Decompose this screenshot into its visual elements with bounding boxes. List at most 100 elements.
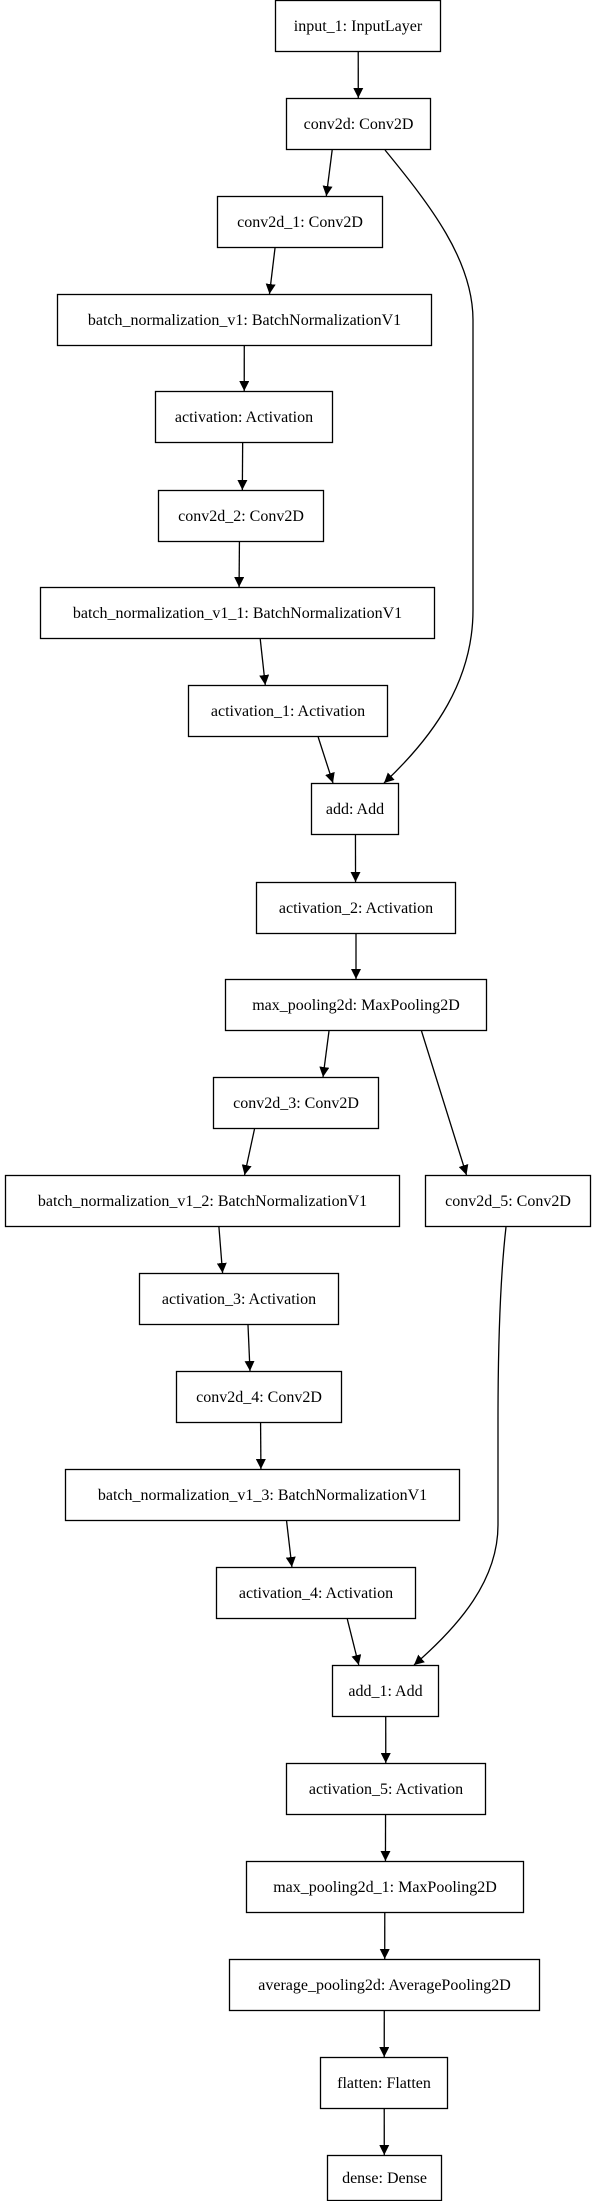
- node-box: [285, 1762, 487, 1816]
- node-label: conv2d_1: Conv2D: [237, 214, 363, 231]
- node-add: add: Add: [310, 782, 400, 836]
- edge-arrow: [319, 1030, 330, 1078]
- node-average-pooling2d: average_pooling2d: AveragePooling2D: [228, 1958, 541, 2012]
- node-conv2d-5: conv2d_5: Conv2D: [424, 1174, 592, 1228]
- node-label: activation: Activation: [175, 409, 313, 426]
- node-input-1: input_1: InputLayer: [274, 0, 442, 53]
- node-activation-2: activation_2: Activation: [255, 881, 457, 935]
- node-label: batch_normalization_v1_3: BatchNormaliza…: [98, 1487, 427, 1504]
- node-label: max_pooling2d: MaxPooling2D: [252, 997, 460, 1014]
- node-box: [39, 586, 436, 640]
- node-activation-3: activation_3: Activation: [138, 1272, 340, 1326]
- edge-bn_v1_1-to-activation_1: [259, 638, 270, 686]
- node-label: flatten: Flatten: [337, 2075, 431, 2092]
- node-box: [228, 1958, 541, 2012]
- node-activation-1: activation_1: Activation: [187, 684, 389, 738]
- node-label: conv2d_2: Conv2D: [178, 508, 304, 525]
- node-conv2d: conv2d: Conv2D: [285, 97, 432, 151]
- node-label: add_1: Add: [348, 1683, 422, 1700]
- node-bn-v1-2: batch_normalization_v1_2: BatchNormaliza…: [4, 1174, 401, 1228]
- node-conv2d-2: conv2d_2: Conv2D: [157, 489, 325, 543]
- edge-arrow: [317, 736, 335, 784]
- node-label: average_pooling2d: AveragePooling2D: [258, 1977, 511, 1994]
- node-label: add: Add: [326, 801, 384, 818]
- node-label: batch_normalization_v1_1: BatchNormaliza…: [73, 605, 402, 622]
- node-box: [245, 1860, 525, 1914]
- node-box: [326, 2154, 443, 2201]
- edge-arrow: [216, 1226, 227, 1274]
- node-label: batch_normalization_v1: BatchNormalizati…: [88, 312, 401, 329]
- edge-activation_3-to-conv2d_4: [244, 1324, 255, 1372]
- edge-max_pooling2d-to-conv2d_5: [420, 1030, 469, 1176]
- node-box: [4, 1174, 401, 1228]
- node-max-pooling2d-1: max_pooling2d_1: MaxPooling2D: [245, 1860, 525, 1914]
- edges-layer: [216, 51, 507, 2156]
- node-box: [157, 489, 325, 543]
- edge-bn_v1_2-to-activation_3: [216, 1226, 227, 1274]
- node-label: conv2d_3: Conv2D: [233, 1095, 359, 1112]
- node-label: conv2d: Conv2D: [304, 116, 414, 133]
- node-dense: dense: Dense: [326, 2154, 443, 2201]
- node-box: [285, 97, 432, 151]
- edge-activation_1-to-add: [317, 736, 335, 784]
- node-box: [138, 1272, 340, 1326]
- edge-bn_v1_3-to-activation_4: [285, 1520, 296, 1568]
- node-label: activation_1: Activation: [211, 703, 365, 720]
- node-label: batch_normalization_v1_2: BatchNormaliza…: [38, 1193, 367, 1210]
- edge-conv2d_5-to-add_1: [413, 1226, 507, 1666]
- edge-arrow: [413, 1226, 507, 1666]
- node-flatten: flatten: Flatten: [319, 2056, 449, 2110]
- node-activation: activation: Activation: [154, 390, 334, 444]
- node-bn-v1: batch_normalization_v1: BatchNormalizati…: [56, 293, 433, 347]
- node-max-pooling2d: max_pooling2d: MaxPooling2D: [224, 978, 488, 1032]
- edge-conv2d-to-add: [383, 149, 474, 784]
- node-label: dense: Dense: [342, 2170, 427, 2187]
- edge-arrow: [265, 247, 276, 295]
- node-label: conv2d_5: Conv2D: [445, 1193, 571, 1210]
- node-label: input_1: InputLayer: [294, 18, 423, 35]
- node-box: [212, 1076, 380, 1130]
- node-bn-v1-3: batch_normalization_v1_3: BatchNormaliza…: [64, 1468, 461, 1522]
- node-box: [424, 1174, 592, 1228]
- node-activation-4: activation_4: Activation: [215, 1566, 417, 1620]
- edge-arrow: [322, 149, 333, 197]
- node-box: [175, 1370, 343, 1424]
- node-label: max_pooling2d_1: MaxPooling2D: [273, 1879, 497, 1896]
- edge-arrow: [285, 1520, 296, 1568]
- edge-arrow: [244, 1324, 255, 1372]
- edge-conv2d_3-to-bn_v1_2: [241, 1128, 256, 1176]
- node-conv2d-3: conv2d_3: Conv2D: [212, 1076, 380, 1130]
- node-add-1: add_1: Add: [331, 1664, 440, 1718]
- node-label: activation_3: Activation: [162, 1291, 316, 1308]
- node-box: [331, 1664, 440, 1718]
- node-box: [187, 684, 389, 738]
- node-label: conv2d_4: Conv2D: [196, 1389, 322, 1406]
- node-activation-5: activation_5: Activation: [285, 1762, 487, 1816]
- edge-arrow: [383, 149, 474, 784]
- node-box: [215, 1566, 417, 1620]
- edge-arrow: [420, 1030, 469, 1176]
- node-label: activation_2: Activation: [279, 900, 433, 917]
- node-box: [56, 293, 433, 347]
- nodes-layer: input_1: InputLayer conv2d: Conv2D conv2d_…: [4, 0, 592, 2201]
- node-box: [310, 782, 400, 836]
- node-conv2d-4: conv2d_4: Conv2D: [175, 1370, 343, 1424]
- edge-max_pooling2d-to-conv2d_3: [319, 1030, 330, 1078]
- edge-activation_4-to-add_1: [346, 1618, 362, 1666]
- edge-arrow: [346, 1618, 362, 1666]
- node-conv2d-1: conv2d_1: Conv2D: [216, 195, 384, 249]
- node-box: [64, 1468, 461, 1522]
- node-box: [224, 978, 488, 1032]
- node-box: [274, 0, 442, 53]
- node-bn-v1-1: batch_normalization_v1_1: BatchNormaliza…: [39, 586, 436, 640]
- edge-arrow: [241, 1128, 256, 1176]
- edge-arrow: [259, 638, 270, 686]
- edge-conv2d-to-conv2d_1: [322, 149, 333, 197]
- node-box: [319, 2056, 449, 2110]
- node-box: [154, 390, 334, 444]
- node-label: activation_4: Activation: [239, 1585, 393, 1602]
- edge-conv2d_1-to-bn_v1: [265, 247, 276, 295]
- node-box: [255, 881, 457, 935]
- node-label: activation_5: Activation: [309, 1781, 463, 1798]
